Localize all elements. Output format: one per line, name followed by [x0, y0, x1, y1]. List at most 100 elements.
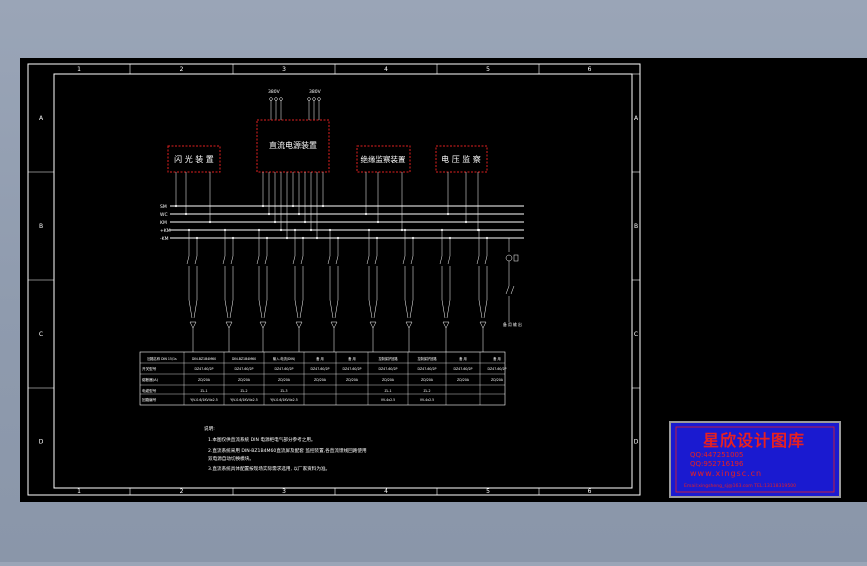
notes-line: 1.本图仅供直流系统 DIN 电源柜电气部分参考之用。	[208, 436, 316, 443]
watermark-title: 星欣设计图库	[703, 431, 805, 450]
grid-col-label: 3	[282, 66, 286, 73]
bus-node	[297, 212, 301, 216]
bus-node	[485, 236, 489, 240]
grid-col-label: 5	[486, 66, 490, 73]
breaker-contact	[374, 255, 378, 265]
cable-terminal	[369, 321, 377, 329]
feeder-wire	[404, 266, 409, 319]
device-dc-monitor[interactable]: 直流电源装置	[256, 119, 330, 173]
bus-label: KM	[160, 220, 167, 226]
table-cell: ZL-2	[240, 389, 247, 393]
grid-row-label: A	[39, 115, 44, 122]
cable-terminal	[442, 321, 450, 329]
device-insulation[interactable]: 绝缘监察装置	[356, 145, 411, 173]
device-flash-label: 闪 光 装 置	[174, 154, 214, 164]
table-cell: ZD/20A	[421, 378, 434, 382]
table-cell: YJV-0.6/1KV4x2.5	[190, 398, 217, 402]
cable-terminal	[225, 321, 233, 329]
bus-node	[293, 228, 297, 232]
bus-node	[285, 236, 289, 240]
grid-row-label: C	[634, 331, 638, 338]
breaker-contact	[366, 255, 370, 265]
watermark-qq1: QQ:447251005	[690, 451, 743, 459]
table-cell: ZL-1	[384, 389, 391, 393]
inner-frame	[53, 73, 633, 489]
bus-node	[477, 228, 481, 232]
table-cell: DZ47-60/2P	[488, 367, 507, 371]
feeder-wire	[483, 266, 488, 319]
grid-row-label: B	[39, 223, 43, 230]
notes-line: 双电源自动切换模块。	[208, 455, 254, 462]
feeder-wire	[409, 266, 414, 319]
table-cell: ZL-2	[423, 389, 430, 393]
breaker-contact	[439, 255, 443, 265]
table-cell: DZ47-60/2P	[275, 367, 294, 371]
feeder-wire	[334, 266, 339, 319]
table-cell: DZ47-60/2P	[454, 367, 473, 371]
grid-row-label: A	[634, 115, 639, 122]
table-header-cell: 备 用	[493, 356, 500, 361]
bus-labels: SM WC KM +KM -KM	[160, 204, 171, 242]
feeder-wire	[193, 266, 198, 319]
table-row-label: 电缆型号	[142, 388, 157, 393]
breaker-contact	[300, 255, 304, 265]
breaker-contact	[327, 255, 331, 265]
bus-node	[184, 212, 188, 216]
bus-label: WC	[160, 212, 168, 218]
bus-node	[403, 228, 407, 232]
feeder-wire	[299, 266, 304, 319]
cable-terminal	[405, 321, 413, 329]
breaker-contact	[186, 255, 190, 265]
breaker-contact	[510, 285, 515, 295]
grid-col-label: 1	[77, 66, 81, 73]
table-cell: YJV-0.6/1KV4x2.5	[270, 398, 297, 402]
cable-terminal	[330, 321, 338, 329]
table-cell: ZD/20A	[278, 378, 291, 382]
supply-left: 380V	[268, 89, 283, 120]
bus-node	[195, 236, 199, 240]
bus-node	[291, 204, 295, 208]
bus-node	[400, 228, 404, 232]
feeder-wire	[258, 266, 263, 319]
breaker-contact	[292, 255, 296, 265]
breaker-contact	[476, 255, 480, 265]
bus-node	[187, 228, 191, 232]
table-cell: DZ47-60/2P	[343, 367, 362, 371]
table-cell: ZD/20A	[491, 378, 504, 382]
grid-col-label: 4	[384, 488, 388, 495]
device-flash[interactable]: 闪 光 装 置	[167, 145, 221, 173]
breaker-contact	[402, 255, 406, 265]
table-row-label: 开关型号	[142, 366, 157, 371]
table-cell: VV-4x2.5	[420, 398, 434, 402]
bus-node	[464, 220, 468, 224]
breaker-contact	[264, 255, 268, 265]
watermark-email: Email:xingsheng_sj@163.com TEL:131183195…	[684, 483, 796, 489]
breaker-contact	[335, 255, 339, 265]
supply-right-label: 380V	[309, 89, 322, 95]
bus-label: SM	[160, 204, 167, 210]
table-header-cell: 输入-电流(DIN)	[273, 356, 295, 361]
breaker-contact	[484, 255, 488, 265]
feeder-wire	[329, 266, 334, 319]
breaker-contact	[256, 255, 260, 265]
watermark-logo: 星欣设计图库 QQ:447251005 QQ:952716196 www.xin…	[669, 421, 841, 498]
bus-node	[267, 212, 271, 216]
supply-right: 380V	[307, 89, 322, 120]
bus-node	[273, 220, 277, 224]
table-header-cell: 备 用	[348, 356, 355, 361]
feeder-wire	[294, 266, 299, 319]
table-cell: ZD/20A	[457, 378, 470, 382]
cable-terminal	[295, 321, 303, 329]
feeder-wire	[263, 266, 268, 319]
bus-node	[446, 212, 450, 216]
feeder-wire	[441, 266, 446, 319]
bus-node	[174, 204, 178, 208]
breaker-contact	[194, 255, 198, 265]
output-label: 备 用 输 出	[503, 322, 522, 327]
device-voltage[interactable]: 电 压 监 察	[435, 145, 488, 173]
device-insulation-label: 绝缘监察装置	[361, 154, 406, 164]
table-header-cell: DIN-BZ1B4M60	[192, 357, 216, 361]
feeder-wire	[224, 266, 229, 319]
